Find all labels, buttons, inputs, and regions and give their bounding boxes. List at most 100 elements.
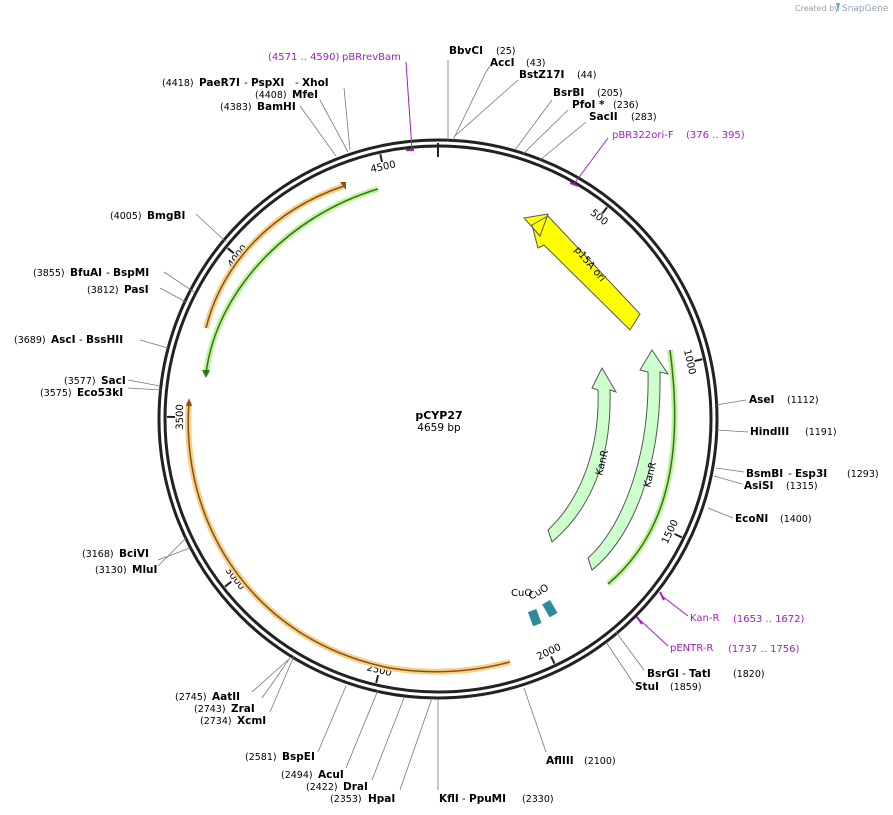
site-pos-drai: (2422): [306, 782, 338, 793]
site-pos-bfuai: (3855): [33, 268, 65, 279]
site-pspxi[interactable]: PspXI: [251, 77, 284, 89]
site-bcivi[interactable]: BciVI: [119, 548, 149, 560]
orf-arc-left: [203, 186, 379, 375]
svg-text:-: -: [106, 267, 110, 279]
tick-label-4500: 4500: [370, 159, 397, 175]
site-pos-afliii: (2100): [584, 756, 616, 767]
orf-orange-arrowhead-icon: [340, 182, 346, 190]
site-sacii[interactable]: SacII: [589, 111, 618, 123]
primer-pbrrevbam[interactable]: (4571 .. 4590) pBRrevBam: [268, 52, 414, 151]
feature-kanr-outer[interactable]: [587, 349, 670, 571]
site-pos-hindiii: (1191): [805, 427, 837, 438]
site-pos-saci: (3577): [64, 376, 96, 387]
snapgene-logo-icon: [836, 3, 840, 12]
primer-name-kan-r: Kan-R: [690, 613, 719, 624]
site-bamhi[interactable]: BamHI: [257, 101, 296, 113]
svg-text:-: -: [79, 334, 83, 346]
site-pos-bsmbi: (1293): [847, 469, 879, 480]
site-pfoi[interactable]: PfoI *: [572, 99, 605, 111]
site-pos-asisi: (1315): [786, 481, 818, 492]
site-pos-bstz17i: (44): [577, 70, 597, 81]
site-pos-bspei: (2581): [245, 752, 277, 763]
credit-text: Created by: [795, 4, 839, 13]
site-acui[interactable]: AcuI: [318, 769, 344, 781]
site-bmgbi[interactable]: BmgBI: [147, 210, 185, 222]
plasmid-length: 4659 bp: [417, 422, 461, 434]
feature-label-cuo-1: CuO: [511, 588, 532, 599]
site-pos-bmgbi: (4005): [110, 211, 142, 222]
site-ppumi[interactable]: PpuMI: [469, 793, 506, 805]
site-saci[interactable]: SacI: [101, 375, 126, 387]
site-asei[interactable]: AseI: [749, 394, 774, 406]
tick-mark-2500: [375, 674, 380, 684]
site-acci[interactable]: AccI: [490, 57, 514, 69]
orf-arrowhead-icon: [202, 370, 210, 378]
site-bsmbi[interactable]: BsmBI: [746, 468, 783, 480]
site-pos-xcmi: (2734): [200, 716, 232, 727]
brand-text: SnapGene: [842, 4, 889, 14]
site-bfuai[interactable]: BfuAI: [70, 267, 102, 279]
svg-text:-: -: [788, 468, 792, 480]
svg-text:-: -: [295, 77, 299, 89]
site-aatii[interactable]: AatII: [212, 691, 240, 703]
site-bspmi[interactable]: BspMI: [113, 267, 149, 279]
primer-range-pbrrevbam: (4571 .. 4590): [268, 52, 340, 63]
site-asci[interactable]: AscI: [51, 334, 76, 346]
site-stui[interactable]: StuI: [635, 681, 659, 693]
site-tati[interactable]: TatI: [689, 668, 711, 680]
snapgene-credit: Created by SnapGene: [795, 3, 889, 14]
site-bbvci[interactable]: BbvCI: [449, 45, 483, 57]
site-pos-bbvci: (25): [496, 46, 516, 57]
site-pos-eco53ki: (3575): [40, 388, 72, 399]
primer-pentr-r[interactable]: pENTR-R (1737 .. 1756): [636, 616, 800, 655]
site-paer7i[interactable]: PaeR7I: [199, 77, 240, 89]
site-hindiii[interactable]: HindIII: [750, 426, 789, 438]
site-labels: BbvCI (25) AccI (43) BstZ17I (44) BsrBI …: [14, 45, 879, 805]
site-pos-pasi: (3812): [87, 285, 119, 296]
feature-label-cuo-2: CuO: [527, 582, 551, 602]
feature-kanr-inner[interactable]: [547, 366, 618, 543]
primer-pbr322ori-f[interactable]: pBR322ori-F (376 .. 395): [569, 130, 745, 187]
tick-label-500: 500: [588, 208, 610, 229]
site-pos-acui: (2494): [281, 770, 313, 781]
site-afliii[interactable]: AflIII: [546, 755, 574, 767]
site-bsrbi[interactable]: BsrBI: [553, 87, 584, 99]
site-mlui[interactable]: MluI: [132, 564, 157, 576]
primer-kan-r[interactable]: Kan-R (1653 .. 1672): [659, 591, 805, 625]
svg-text:-: -: [244, 77, 248, 89]
site-mfei[interactable]: MfeI: [292, 89, 318, 101]
feature-cuo-2[interactable]: [542, 599, 558, 618]
site-econi[interactable]: EcoNI: [735, 513, 768, 525]
site-eco53ki[interactable]: Eco53kI: [77, 387, 123, 399]
site-pos-bcivi: (3168): [82, 549, 114, 560]
tick-mark-1500: [674, 532, 683, 539]
site-asisi[interactable]: AsiSI: [744, 480, 773, 492]
site-pos-asci: (3689): [14, 335, 46, 346]
svg-text:-: -: [682, 668, 686, 680]
tick-label-2000: 2000: [535, 642, 563, 663]
site-bstz17i[interactable]: BstZ17I: [519, 69, 564, 81]
site-bspei[interactable]: BspEI: [282, 751, 315, 763]
site-pos-bsrbi: (205): [597, 88, 623, 99]
backbone: [157, 138, 719, 700]
site-drai[interactable]: DraI: [343, 781, 368, 793]
primer-name-pentr-r: pENTR-R: [670, 643, 713, 654]
site-pos-kfli: (2330): [522, 794, 554, 805]
site-hpai[interactable]: HpaI: [368, 793, 395, 805]
site-esp3i[interactable]: Esp3I: [795, 468, 827, 480]
site-bsshii[interactable]: BssHII: [86, 334, 123, 346]
site-xcmi[interactable]: XcmI: [237, 715, 266, 727]
name-separators: - - - - - - -: [79, 77, 792, 805]
feature-cuo-1[interactable]: [527, 609, 542, 627]
tick-mark-4500: [379, 153, 384, 163]
site-kfli[interactable]: KflI: [439, 793, 459, 805]
site-xhoi[interactable]: XhoI: [302, 77, 329, 89]
site-bsrgi[interactable]: BsrGI: [647, 668, 679, 680]
site-zrai[interactable]: ZraI: [231, 703, 255, 715]
site-pasi[interactable]: PasI: [124, 284, 149, 296]
tick-mark-500: [601, 206, 608, 215]
feature-p15a-ori[interactable]: [523, 213, 641, 331]
site-pos-aatii: (2745): [175, 692, 207, 703]
primer-range-pbr322ori-f: (376 .. 395): [686, 130, 745, 141]
